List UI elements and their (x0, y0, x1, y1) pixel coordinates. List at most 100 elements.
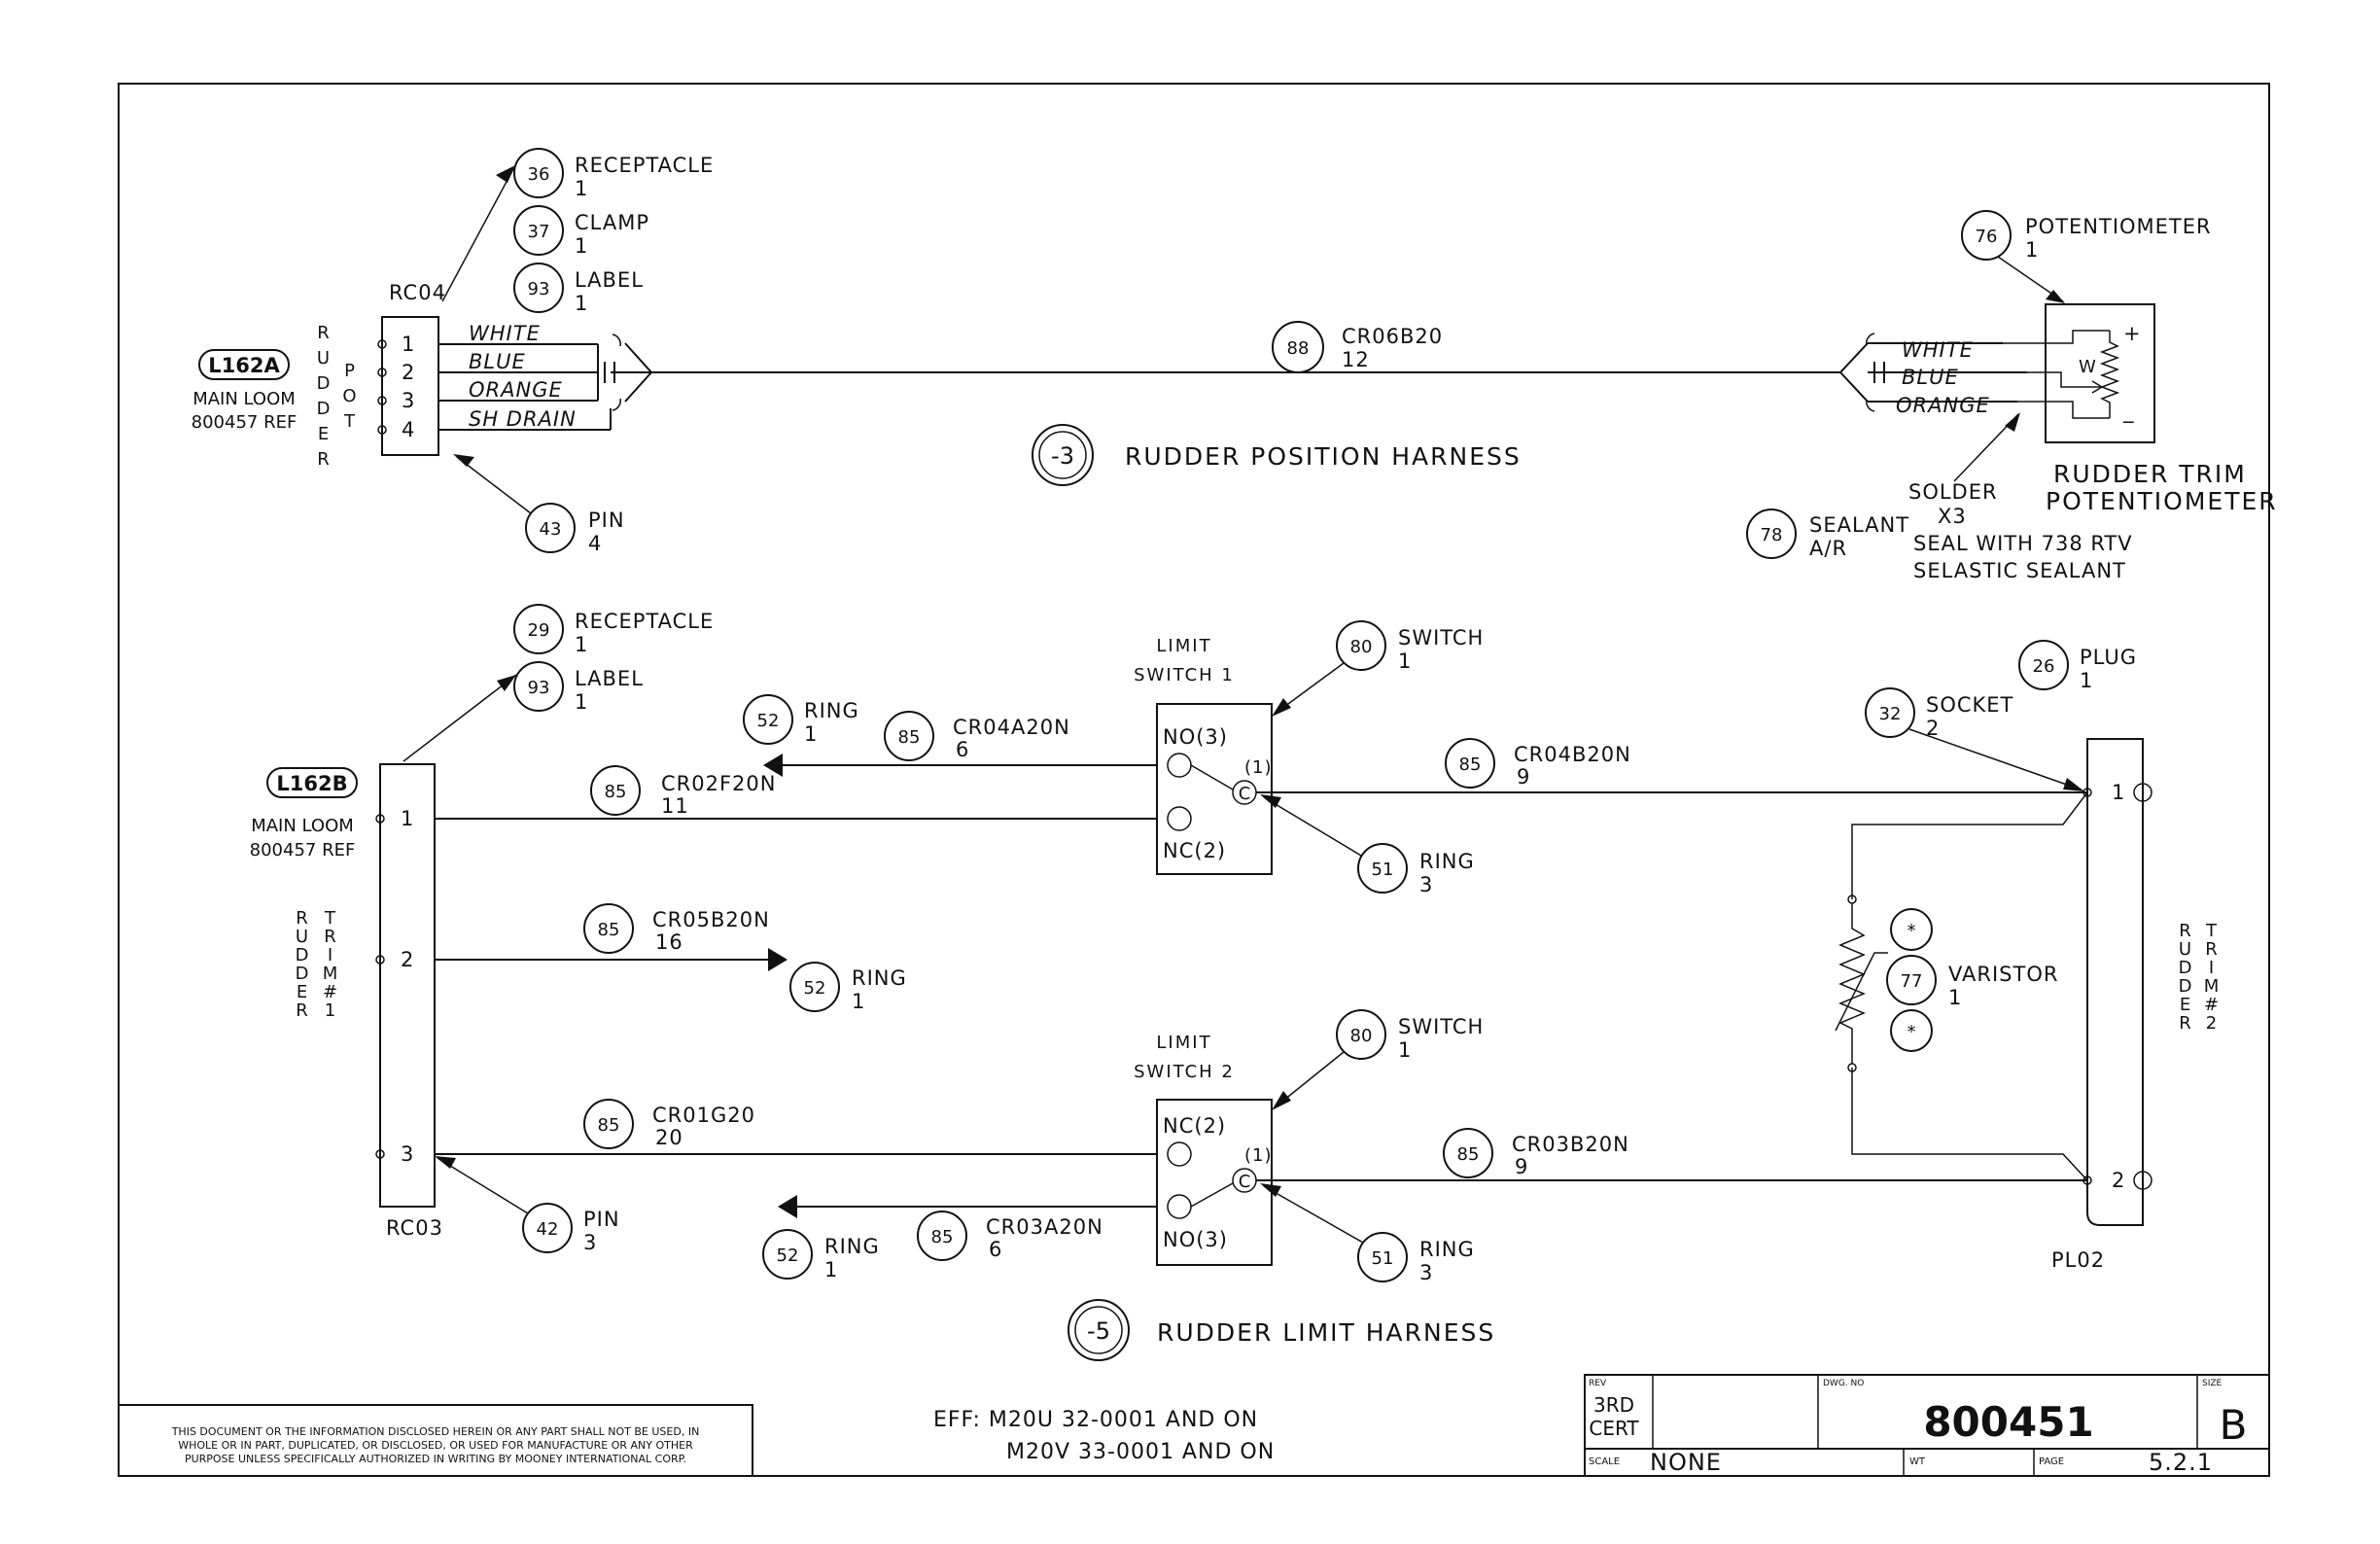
svg-text:51: 51 (1372, 1248, 1394, 1269)
svg-text:1: 1 (2080, 669, 2093, 692)
vertical-letter: U (317, 348, 331, 368)
svg-text:SOCKET: SOCKET (1926, 693, 2013, 717)
svg-text:NO(3): NO(3) (1163, 725, 1228, 749)
vertical-letter: R (317, 323, 331, 343)
vertical-letter: # (323, 982, 338, 1002)
vertical-letter: U (296, 927, 309, 947)
callout-52-a: 52 RING 1 (743, 694, 859, 746)
callout-85-cr01g20: 85 CR01G20 20 (583, 1099, 754, 1149)
dwg-label: DWG. NO (1823, 1379, 1864, 1388)
vertical-letter: T (2205, 921, 2218, 941)
callout-80-a: 80 SWITCH 1 (1272, 620, 1483, 717)
vertical-letter: D (296, 945, 310, 965)
vertical-letter: R (324, 927, 337, 947)
svg-text:THIS DOCUMENT OR THE INFORMATI: THIS DOCUMENT OR THE INFORMATION DISCLOS… (171, 1425, 700, 1438)
svg-text:77: 77 (1901, 971, 1923, 992)
svg-text:EFF: M20U 32-0001 AND ON: EFF: M20U 32-0001 AND ON (933, 1408, 1258, 1432)
callout-85-cr04a20n: 85 CR04A20N 6 (884, 711, 1069, 761)
svg-text:RING: RING (1419, 850, 1475, 873)
svg-text:1: 1 (1948, 986, 1962, 1009)
vertical-letter: 1 (325, 1000, 336, 1021)
callout-93-b: 93 LABEL 1 (402, 661, 644, 762)
vertical-letter: D (317, 373, 332, 394)
svg-text:PLUG: PLUG (2080, 646, 2137, 669)
callout-93-a: 93 LABEL 1 (513, 263, 644, 315)
svg-text:SEAL WITH 738 RTV: SEAL WITH 738 RTV (1913, 532, 2133, 555)
pot-minus: _ (2122, 400, 2135, 424)
vertical-letter: I (328, 945, 333, 965)
callout-42: 42 PIN 3 (435, 1156, 620, 1254)
size-value: B (2220, 1401, 2248, 1449)
svg-text:LABEL: LABEL (575, 667, 644, 690)
vertical-letter: R (2205, 939, 2219, 960)
pot-wire-white: WHITE (1902, 338, 1974, 362)
callout-52-b: 52 RING 1 (789, 962, 907, 1013)
vertical-letter: R (317, 449, 331, 470)
svg-text:RING: RING (1419, 1238, 1475, 1261)
svg-text:SEALANT: SEALANT (1809, 513, 1909, 537)
solder-notes: SOLDER X3 SEAL WITH 738 RTV SELASTIC SEA… (1908, 412, 2133, 582)
svg-text:RECEPTACLE: RECEPTACLE (575, 610, 714, 633)
scale-label: SCALE (1589, 1456, 1620, 1467)
svg-text:1: 1 (1398, 1038, 1412, 1062)
callout-32: 32 SOCKET 2 (1865, 687, 2084, 791)
svg-text:85: 85 (931, 1227, 954, 1247)
callout-76: 76 POTENTIOMETER 1 (1961, 210, 2211, 303)
disclaimer-block: THIS DOCUMENT OR THE INFORMATION DISCLOS… (118, 1404, 753, 1477)
wire-code-cr06b20: CR06B20 (1342, 325, 1443, 348)
callout-85-cr03b20n: 85 CR03B20N 9 (1443, 1128, 1629, 1178)
svg-text:NC(2): NC(2) (1163, 1114, 1226, 1138)
svg-text:1: 1 (2025, 238, 2039, 262)
svg-text:80: 80 (1350, 1026, 1373, 1046)
svg-text:85: 85 (1457, 1144, 1480, 1165)
rudder-limit-harness: L162B MAIN LOOM 800457 REF RUDDERTRIM#1 … (250, 604, 2220, 1361)
svg-text:LABEL: LABEL (575, 268, 644, 292)
svg-text:RING: RING (852, 966, 907, 990)
vertical-letter: O (342, 386, 357, 406)
svg-text:26: 26 (2033, 656, 2055, 677)
svg-text:11: 11 (661, 794, 689, 818)
callout-85-cr02f20n: 85 CR02F20N 11 (590, 765, 776, 818)
vertical-letter: D (2179, 976, 2193, 997)
svg-text:M20V 33-0001 AND ON: M20V 33-0001 AND ON (1006, 1440, 1275, 1464)
limit-switch-1: LIMIT SWITCH 1 NO(3) NC(2) C (1) (1134, 636, 1273, 875)
svg-text:1: 1 (575, 234, 588, 258)
loom-line1: MAIN LOOM (192, 389, 296, 409)
wire-sh-drain: SH DRAIN (469, 407, 577, 431)
callout-29: 29 RECEPTACLE 1 (513, 604, 714, 656)
svg-text:RING: RING (804, 699, 859, 722)
svg-text:A/R: A/R (1809, 537, 1847, 560)
wire-orange: ORANGE (469, 378, 563, 402)
harness-title-limit: RUDDER LIMIT HARNESS (1157, 1318, 1495, 1347)
svg-text:1: 1 (1398, 649, 1412, 673)
vertical-letter: E (2180, 995, 2191, 1015)
vertical-letter: # (2204, 995, 2220, 1015)
pot-wire-orange: ORANGE (1896, 394, 1990, 417)
svg-text:C: C (1239, 784, 1251, 804)
svg-text:C: C (1239, 1172, 1251, 1192)
svg-text:NC(2): NC(2) (1163, 839, 1226, 862)
vertical-letter: D (317, 399, 332, 419)
effectivity: EFF: M20U 32-0001 AND ON M20V 33-0001 AN… (933, 1408, 1275, 1464)
svg-text:RECEPTACLE: RECEPTACLE (575, 154, 714, 177)
svg-text:85: 85 (898, 727, 921, 748)
svg-text:6: 6 (989, 1238, 1002, 1261)
svg-text:1: 1 (575, 292, 588, 315)
svg-text:85: 85 (598, 920, 620, 940)
pot-title-1: RUDDER TRIM (2053, 460, 2247, 488)
pot-title-2: POTENTIOMETER (2046, 487, 2278, 515)
vertical-letter: R (296, 1000, 309, 1021)
svg-text:CR03B20N: CR03B20N (1512, 1133, 1629, 1156)
loom-tag-l162b (266, 767, 358, 798)
vertical-letter: D (2179, 958, 2193, 978)
svg-text:PIN: PIN (583, 1208, 620, 1231)
svg-text:LIMIT: LIMIT (1156, 1033, 1211, 1053)
svg-text:1: 1 (575, 690, 588, 714)
svg-text:52: 52 (757, 711, 780, 731)
rev-line2: CERT (1589, 1417, 1639, 1440)
rc04-pins: 1 2 3 4 (377, 333, 414, 441)
svg-text:SWITCH 1: SWITCH 1 (1134, 665, 1235, 685)
svg-text:1: 1 (824, 1258, 838, 1281)
